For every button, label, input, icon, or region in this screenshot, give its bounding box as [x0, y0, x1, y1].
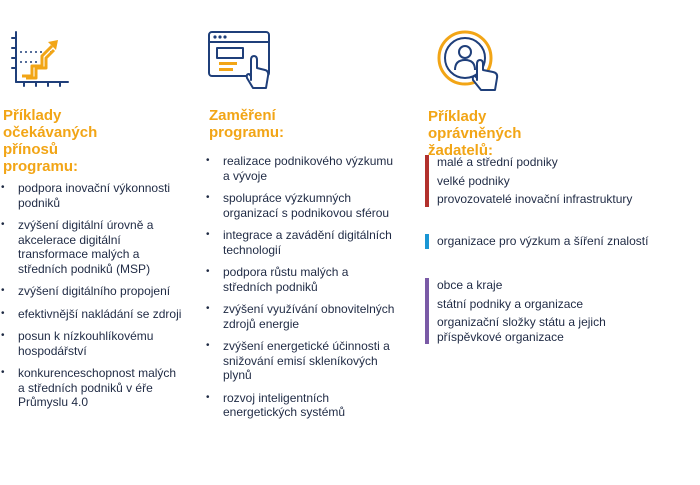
- benefits-heading: Příklady očekávaných přínosů programu:: [3, 107, 98, 175]
- applicant-group-public: obce a kraje státní podniky a organizace…: [425, 278, 657, 344]
- list-item: spolupráce výzkumných organizací s podni…: [205, 191, 395, 220]
- list-item: efektivnější nakládání se zdroji: [0, 307, 185, 322]
- list-item: zvýšení digitálního propojení: [0, 284, 185, 299]
- focus-list: realizace podnikového výzkumu a vývoje s…: [205, 154, 395, 428]
- applicant-group-research: organizace pro výzkum a šíření znalostí: [425, 234, 657, 249]
- list-item: rozvoj inteligentních energetických syst…: [205, 391, 395, 420]
- list-item: podpora inovační výkonnosti podniků: [0, 181, 185, 210]
- list-item: podpora růstu malých a středních podniků: [205, 265, 395, 294]
- benefits-list: podpora inovační výkonnosti podniků zvýš…: [0, 181, 185, 418]
- list-item: posun k nízkouhlíkovému hospodářství: [0, 329, 185, 358]
- list-item: provozovatelé inovační infrastruktury: [437, 192, 633, 206]
- list-item: zvýšení energetické účinnosti a snižován…: [205, 339, 395, 383]
- list-item: obce a kraje: [437, 278, 503, 292]
- list-item: malé a střední podniky: [437, 155, 558, 169]
- list-item: organizace pro výzkum a šíření znalostí: [437, 234, 649, 248]
- list-item: konkurenceschopnost malých a středních p…: [0, 366, 185, 410]
- growth-chart-icon: [11, 31, 69, 87]
- list-item: zvýšení využívání obnovitelných zdrojů e…: [205, 302, 395, 331]
- list-item: velké podniky: [437, 173, 510, 188]
- focus-heading: Zaměření programu:: [209, 107, 284, 141]
- list-item: organizační složky státu a jejich příspě…: [437, 315, 606, 344]
- applicant-group-businesses: malé a střední podniky velké podniky pro…: [425, 155, 657, 207]
- user-touch-icon: [437, 30, 499, 91]
- list-item: zvýšení digitální úrovně a akcelerace di…: [0, 218, 185, 276]
- browser-click-icon: [208, 31, 270, 89]
- list-item: realizace podnikového výzkumu a vývoje: [205, 154, 395, 183]
- list-item: integrace a zavádění digitálních technol…: [205, 228, 395, 257]
- applicants-heading: Příklady oprávněných žadatelů:: [428, 108, 522, 159]
- list-item: státní podniky a organizace: [437, 296, 584, 311]
